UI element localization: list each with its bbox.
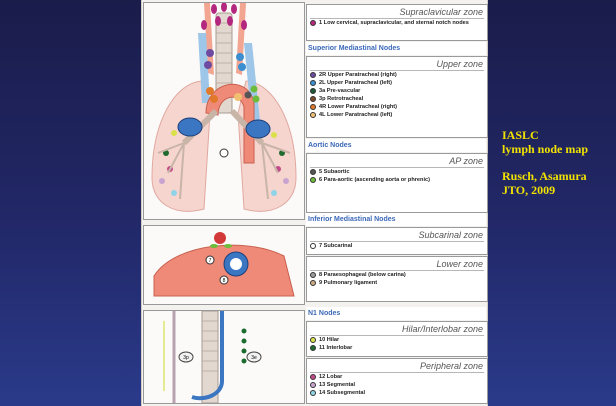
legend-lower-zone: Lower zone 8 Paraesophageal (below carin… [306, 256, 488, 302]
node-station-7 [220, 149, 228, 157]
caption-title: IASLC [502, 128, 612, 142]
spine [202, 311, 218, 403]
legend-item-6: 6 Para-aortic (ascending aorta or phreni… [307, 176, 487, 184]
legend-item-2r: 2R Upper Paratracheal (right) [307, 71, 487, 79]
legend-item-1: 1 Low cervical, supraclavicular, and ste… [307, 19, 487, 27]
legend-item-3p: 3p Retrotracheal [307, 95, 487, 103]
slide-caption: IASLC lymph node map Rusch, Asamura JTO,… [502, 128, 612, 197]
header-superior-mediastinal: Superior Mediastinal Nodes [306, 42, 486, 55]
legend-item-12: 12 Lobar [307, 373, 487, 381]
chest-anatomy-svg [144, 3, 304, 219]
legend-peripheral-zone: Peripheral zone 12 Lobar 13 Segmental 14… [306, 358, 488, 404]
legend-item-4l: 4L Lower Paratracheal (left) [307, 111, 487, 119]
caption-authors: Rusch, Asamura [502, 169, 612, 183]
lateral-view-illustration: 3p 3e [143, 310, 305, 404]
legend-upper-zone: Upper zone 2R Upper Paratracheal (right)… [306, 56, 488, 138]
legend-item-14: 14 Subsegmental [307, 389, 487, 397]
aorta-section [154, 245, 294, 296]
subcarinal-illustration: 7 8 [143, 225, 305, 305]
header-aortic: Aortic Nodes [306, 139, 486, 152]
legend-item-5: 5 Subaortic [307, 168, 487, 176]
right-airway-section [178, 118, 202, 136]
lymph-node-map-figure: 7 8 [141, 0, 488, 406]
legend-item-7: 7 Subcarinal [307, 242, 487, 250]
legend-subcarinal-zone: Subcarinal zone 7 Subcarinal [306, 227, 488, 255]
zone-peripheral: Peripheral zone [307, 359, 487, 372]
legend-item-10: 10 Hilar [307, 336, 487, 344]
label-8: 8 [223, 278, 226, 284]
legend-item-13: 13 Segmental [307, 381, 487, 389]
legend-item-2l: 2L Upper Paratracheal (left) [307, 79, 487, 87]
zone-subcarinal: Subcarinal zone [307, 228, 487, 241]
left-airway-section [246, 120, 270, 138]
header-inferior-mediastinal: Inferior Mediastinal Nodes [306, 213, 486, 226]
zone-hilar: Hilar/Interlobar zone [307, 322, 487, 335]
legend-item-8: 8 Paraesophageal (below carina) [307, 271, 487, 279]
legend-item-4r: 4R Lower Paratracheal (right) [307, 103, 487, 111]
legend-ap-zone: AP zone 5 Subaortic 6 Para-aortic (ascen… [306, 153, 488, 213]
label-3p: 3p [183, 355, 189, 361]
legend-item-11: 11 Interlobar [307, 344, 487, 352]
node-red [214, 232, 226, 244]
label-7: 7 [209, 258, 212, 264]
zone-lower: Lower zone [307, 257, 487, 270]
legend-dot-1 [310, 20, 316, 26]
legend-item-3a: 3a Pre-vascular [307, 87, 487, 95]
zone-upper: Upper zone [307, 57, 487, 70]
zone-ap: AP zone [307, 154, 487, 167]
legend-hilar-zone: Hilar/Interlobar zone 10 Hilar 11 Interl… [306, 321, 488, 357]
legend-supraclavicular: Supraclavicular zone 1 Low cervical, sup… [306, 4, 488, 41]
chest-anatomy-illustration [143, 2, 305, 220]
caption-subtitle: lymph node map [502, 142, 612, 156]
header-n1: N1 Nodes [306, 307, 486, 320]
caption-citation: JTO, 2009 [502, 183, 612, 197]
label-3e: 3e [251, 355, 257, 361]
zone-supraclavicular: Supraclavicular zone [307, 5, 487, 18]
legend-item-9: 9 Pulmonary ligament [307, 279, 487, 287]
